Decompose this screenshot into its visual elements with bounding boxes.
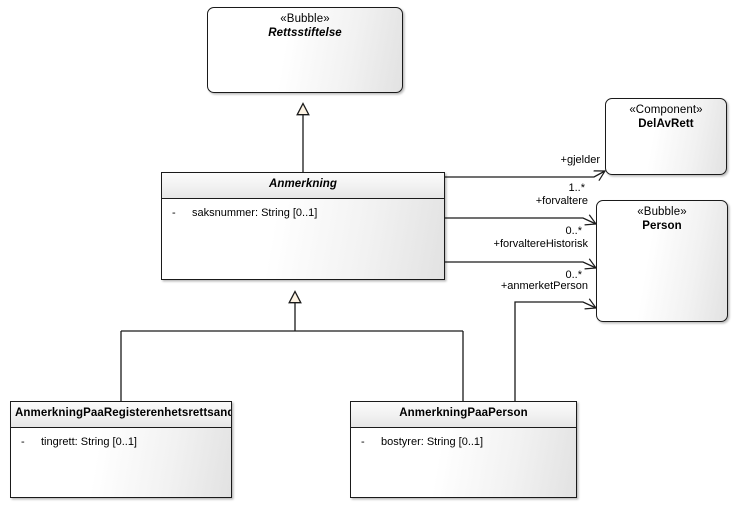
attribute-visibility: - <box>21 435 25 448</box>
class-box-anmerkningpaaregisterenhetsrettsandel[interactable]: AnmerkningPaaRegisterenhetsrettsandel - t… <box>10 401 232 498</box>
association-gjelder <box>445 171 605 177</box>
class-title: Anmerkning <box>268 178 338 190</box>
class-box-anmerkning[interactable]: Anmerkning - saksnummer: String [0..1] <box>161 172 445 280</box>
association-role-label-anmerket-person: +anmerketPerson <box>500 280 588 292</box>
association-role-label-forvaltere-historisk: +forvaltereHistorisk <box>493 238 588 250</box>
class-header-delavrett: «Component» DelAvRett <box>606 99 726 137</box>
class-box-anmerkningpaaperson[interactable]: AnmerkningPaaPerson - bostyrer: String [0… <box>350 401 577 498</box>
attribute-compartment-anmerkningpaaperson: - bostyrer: String [0..1] <box>351 428 576 453</box>
attribute-text: tingrett: String [0..1] <box>41 435 137 448</box>
attribute-visibility: - <box>361 435 365 448</box>
association-forvaltere <box>445 218 596 224</box>
class-box-rettsstiftelse[interactable]: «Bubble» Rettsstiftelse <box>207 7 403 93</box>
association-multiplicity-label-forvaltere: 0..* <box>565 225 582 237</box>
association-multiplicity-label-gjelder: 1..* <box>568 182 585 194</box>
association-anmerket-person <box>514 302 596 401</box>
class-title: AnmerkningPaaPerson <box>399 407 528 419</box>
class-header-rettsstiftelse: «Bubble» Rettsstiftelse <box>208 8 402 46</box>
association-multiplicity-label-forvaltere-historisk: 0..* <box>565 269 582 281</box>
association-role-label-gjelder: +gjelder <box>560 154 600 166</box>
class-header-person: «Bubble» Person <box>597 201 727 239</box>
class-box-person[interactable]: «Bubble» Person <box>596 200 728 322</box>
class-stereotype: «Bubble» <box>637 206 687 218</box>
class-box-delavrett[interactable]: «Component» DelAvRett <box>605 98 727 175</box>
class-header-anmerkningpaaperson: AnmerkningPaaPerson <box>351 402 576 428</box>
class-header-anmerkning: Anmerkning <box>162 173 444 199</box>
class-title: AnmerkningPaaRegisterenhetsrettsandel <box>15 407 232 419</box>
class-stereotype: «Bubble» <box>280 13 330 25</box>
association-forvaltere-historisk <box>445 262 596 268</box>
attribute-row: - saksnummer: String [0..1] <box>168 206 438 220</box>
attribute-visibility: - <box>172 206 176 219</box>
attribute-compartment-anmerkningpaaregisterenhetsrettsandel: - tingrett: String [0..1] <box>11 428 231 453</box>
class-title: Rettsstiftelse <box>268 26 342 39</box>
attribute-text: bostyrer: String [0..1] <box>381 435 484 448</box>
class-title: DelAvRett <box>638 117 694 130</box>
class-stereotype: «Component» <box>629 104 703 116</box>
class-header-anmerkningpaaregisterenhetsrettsandel: AnmerkningPaaRegisterenhetsrettsandel <box>11 402 231 428</box>
attribute-row: - bostyrer: String [0..1] <box>357 435 570 449</box>
attribute-text: saksnummer: String [0..1] <box>192 206 318 219</box>
attribute-compartment-anmerkning: - saksnummer: String [0..1] <box>162 199 444 224</box>
attribute-row: - tingrett: String [0..1] <box>17 435 225 449</box>
association-role-label-forvaltere: +forvaltere <box>535 195 588 207</box>
class-title: Person <box>642 219 682 232</box>
